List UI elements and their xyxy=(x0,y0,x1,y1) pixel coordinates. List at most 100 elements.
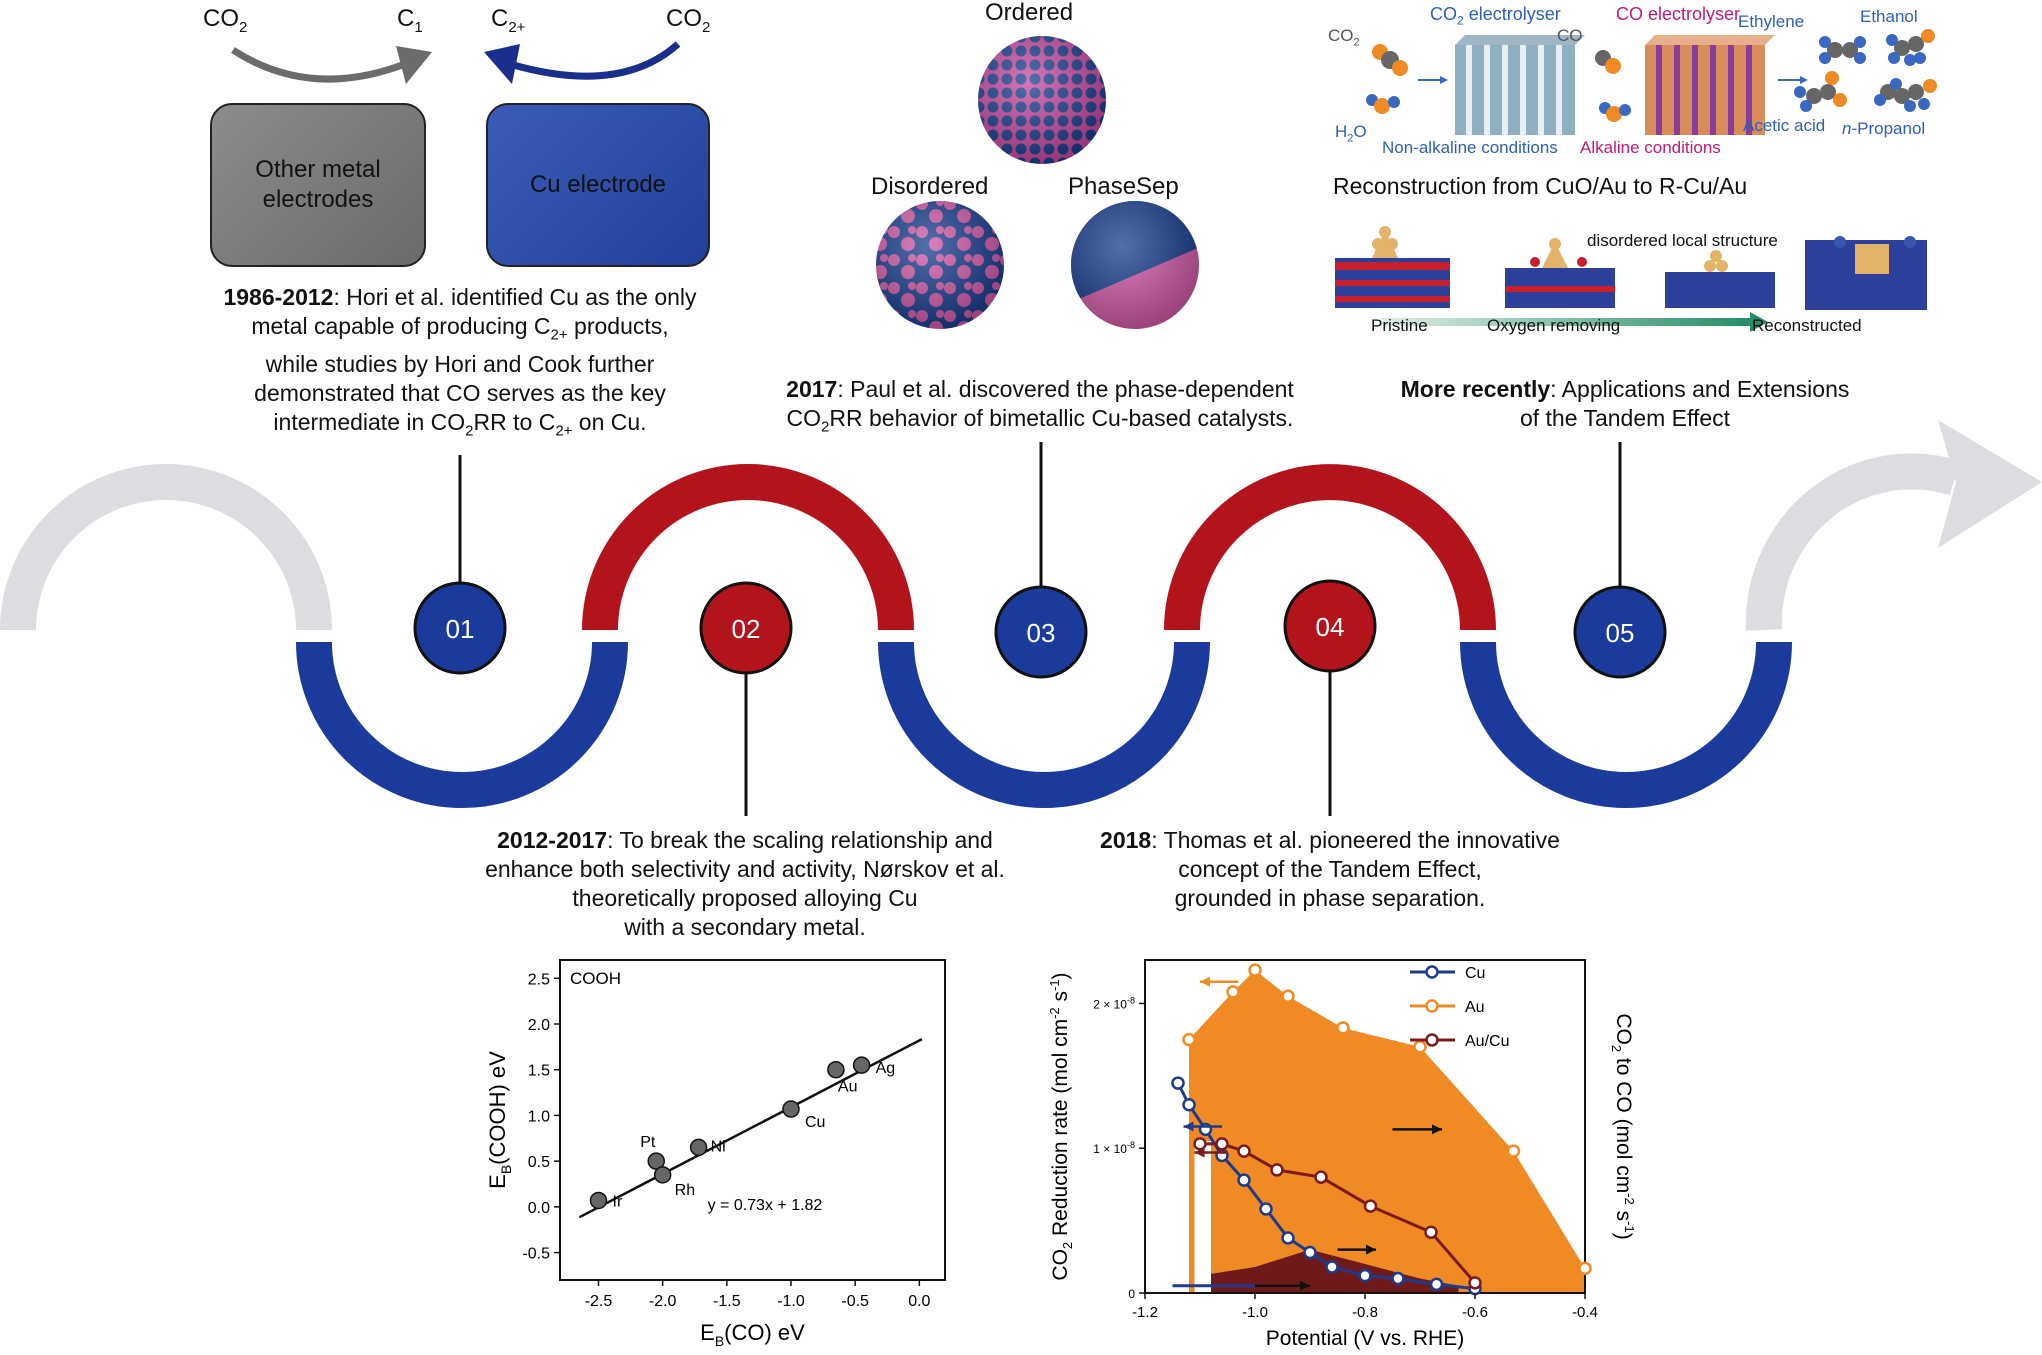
tandem-x-axis-label: Potential (V vs. RHE) xyxy=(1266,1327,1464,1350)
y-tick-label: 1.0 xyxy=(528,1108,550,1125)
co2-molecule xyxy=(1372,44,1408,76)
label-ordered: Ordered xyxy=(985,0,1074,26)
h2o-molecule xyxy=(1366,94,1400,114)
point-label-au: Au xyxy=(838,1079,858,1096)
label-co2-electrolyser: CO2 electrolyser xyxy=(1430,4,1561,28)
series-point-cu xyxy=(1358,1268,1372,1283)
x-tick-label: -0.6 xyxy=(1462,1304,1488,1321)
label-c1: C1 xyxy=(397,5,423,36)
oxygen-removing-slab xyxy=(1665,250,1775,308)
series-point-au xyxy=(1578,1261,1592,1276)
milestone-circle-05[interactable] xyxy=(1573,585,1667,679)
label-ethylene: Ethylene xyxy=(1738,12,1805,31)
legend-label-au: Au xyxy=(1465,999,1485,1016)
milestone-circle-02[interactable] xyxy=(699,581,793,675)
milestone-circle-03[interactable] xyxy=(994,585,1088,679)
series-point-cu xyxy=(1303,1245,1317,1260)
y-tick-label: 1.5 xyxy=(528,1063,550,1080)
series-point-au-cu xyxy=(1314,1170,1328,1184)
series-point-cu xyxy=(1171,1076,1185,1090)
tandem-left-axis-label: CO2 Reduction rate (mol cm-2 s-1) xyxy=(1047,972,1075,1280)
series-point-au xyxy=(1182,1032,1196,1047)
timeline-segment-02 xyxy=(582,464,914,631)
label-alkaline: Alkaline conditions xyxy=(1580,138,1721,157)
intermediate-slab xyxy=(1505,238,1615,308)
x-tick-label: -1.0 xyxy=(1242,1304,1268,1321)
tandem-rate-chart: -1.2-1.0-0.8-0.6-0.401 × 10-82 × 10-8CuA… xyxy=(1047,959,1637,1350)
timeline-arrowhead xyxy=(1938,420,2042,548)
milestone-number-03: 03 xyxy=(1027,618,1056,648)
pristine-slab xyxy=(1335,226,1450,308)
cu-left-arrow-head xyxy=(1183,1121,1194,1132)
scatter-point-au xyxy=(827,1060,845,1079)
legend-label-cu: Cu xyxy=(1465,965,1485,982)
y-tick-label: 0.5 xyxy=(528,1154,550,1171)
x-tick-label: -1.2 xyxy=(1132,1304,1158,1321)
series-point-au xyxy=(1506,1144,1521,1158)
x-tick-label: -1.5 xyxy=(713,1293,741,1310)
y-tick-label: 2.5 xyxy=(528,971,550,988)
scatter-point-ag xyxy=(852,1056,871,1074)
gap-band xyxy=(1194,1140,1211,1293)
timeline-segment-end xyxy=(1745,453,1961,631)
milestone-circle-04[interactable] xyxy=(1283,579,1377,673)
point-label-cu: Cu xyxy=(805,1114,825,1131)
timeline-segment-01 xyxy=(296,641,628,808)
reconstructed-slab xyxy=(1805,236,1927,310)
scatter-point-cu xyxy=(782,1100,800,1118)
caption-1986-2012: 1986-2012: Hori et al. identified Cu as … xyxy=(223,284,697,440)
au-area-fill xyxy=(1189,970,1585,1293)
x-tick-label: -2.0 xyxy=(649,1293,677,1310)
y-tick-label: -0.5 xyxy=(522,1246,550,1263)
series-point-au-cu xyxy=(1215,1137,1229,1151)
scatter-point-ni xyxy=(689,1138,708,1157)
legend-marker xyxy=(1425,965,1439,979)
tandem-right-axis-label: CO2 to CO (mol cm-2 s-1) xyxy=(1609,1013,1637,1239)
co-molecule xyxy=(1595,50,1621,74)
series-point-au xyxy=(1281,989,1295,1003)
series-point-cu xyxy=(1281,1231,1295,1245)
reconstruction-arrow xyxy=(1380,312,1768,332)
caption-2017: 2017: Paul et al. discovered the phase-d… xyxy=(786,376,1294,436)
fit-equation: y = 0.73x + 1.82 xyxy=(708,1197,823,1214)
label-propanol: n-Propanol xyxy=(1842,119,1926,138)
label-co2-input: CO2 xyxy=(1328,26,1360,49)
point-label-ag: Ag xyxy=(876,1060,896,1077)
co2-to-c2-arrowhead xyxy=(484,44,520,84)
label-h2o-input: H2O xyxy=(1335,122,1367,145)
co-electrolyser-stack xyxy=(1645,35,1775,135)
legend-marker xyxy=(1425,999,1439,1013)
co-right-arrow-2-head xyxy=(1366,1244,1376,1255)
ethanol-molecule xyxy=(1886,29,1935,66)
series-point-au xyxy=(1226,985,1240,999)
co2-to-c2-arrow xyxy=(509,41,681,80)
milestone-circle-01[interactable] xyxy=(413,581,507,675)
x-tick-label: 0.0 xyxy=(908,1293,930,1310)
label-c2plus: C2+ xyxy=(491,5,526,36)
x-tick-label: -0.5 xyxy=(841,1293,869,1310)
series-point-au-cu xyxy=(1193,1137,1207,1151)
label-phasesep: PhaseSep xyxy=(1068,173,1179,200)
y-tick-label: 0.0 xyxy=(528,1200,550,1217)
caption-2012-2017: 2012-2017: To break the scaling relation… xyxy=(485,827,1005,940)
point-label-ni: Ni xyxy=(711,1138,726,1155)
other-metal-label-1: Other metal xyxy=(255,156,381,183)
series-point-au-cu xyxy=(1363,1199,1378,1213)
series-point-au-cu xyxy=(1237,1144,1251,1158)
label-non-alkaline: Non-alkaline conditions xyxy=(1382,138,1558,157)
scatter-point-ir xyxy=(589,1191,608,1210)
milestone-number-01: 01 xyxy=(446,614,475,644)
legend-marker xyxy=(1425,1033,1439,1047)
timeline-segment-05 xyxy=(1460,641,1792,808)
milestone-number-02: 02 xyxy=(732,614,761,644)
series-point-cu xyxy=(1237,1173,1251,1187)
series-point-cu xyxy=(1182,1098,1196,1112)
panel-1-arrows xyxy=(231,41,681,84)
y-tick-label: 1 × 10-8 xyxy=(1093,1140,1135,1156)
label-ethanol: Ethanol xyxy=(1860,7,1918,26)
point-label-ir: Ir xyxy=(613,1193,623,1210)
aucu-left-arrow-head xyxy=(1194,1147,1205,1158)
